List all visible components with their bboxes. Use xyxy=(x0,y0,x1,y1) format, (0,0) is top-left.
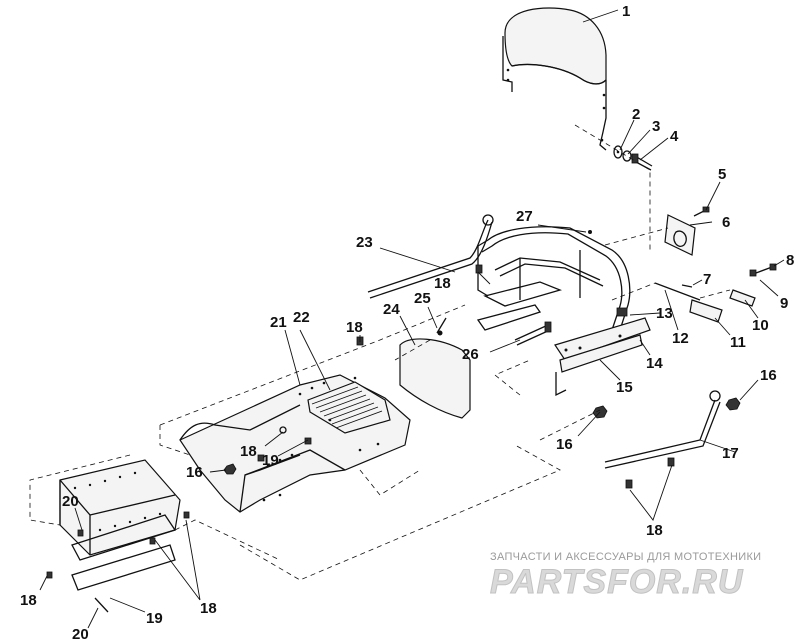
latch-assembly-part xyxy=(654,263,777,323)
callout-10: 10 xyxy=(752,317,769,334)
callout-16-right: 16 xyxy=(760,367,777,384)
rail-bar-part xyxy=(367,214,494,299)
callout-18-box-left: 18 xyxy=(20,592,37,609)
mount-bracket-part xyxy=(664,206,710,256)
side-bracket-part xyxy=(554,307,651,397)
watermark: ЗАПЧАСТИ И АКСЕССУАРЫ ДЛЯ МОТОТЕХНИКИ PA… xyxy=(490,551,762,602)
callout-19-seat: 19 xyxy=(262,452,279,469)
callout-22: 22 xyxy=(293,309,310,326)
callout-18-panel: 18 xyxy=(346,319,363,336)
callout-14: 14 xyxy=(646,355,663,372)
callout-8: 8 xyxy=(786,252,794,269)
callout-18-rack: 18 xyxy=(434,275,451,292)
lower-bar-part xyxy=(604,390,721,489)
callout-21: 21 xyxy=(270,314,287,331)
callout-27: 27 xyxy=(516,208,533,225)
seat-base-part xyxy=(179,374,411,513)
rear-box-part xyxy=(46,459,190,613)
callout-18-seat: 18 xyxy=(240,443,257,460)
callout-1: 1 xyxy=(622,3,630,20)
callout-9: 9 xyxy=(780,295,788,312)
bolt-part xyxy=(631,153,653,171)
bolt-26-part xyxy=(514,321,552,346)
callout-23: 23 xyxy=(356,234,373,251)
callout-16-center: 16 xyxy=(556,436,573,453)
callout-7: 7 xyxy=(703,271,711,288)
callout-18-box-right: 18 xyxy=(200,600,217,617)
callout-26: 26 xyxy=(462,346,479,363)
callout-20-bottom: 20 xyxy=(72,626,89,641)
callout-17: 17 xyxy=(722,445,739,462)
callout-2: 2 xyxy=(632,106,640,123)
callout-15: 15 xyxy=(616,379,633,396)
callout-19-box: 19 xyxy=(146,610,163,627)
washer-part xyxy=(613,145,632,162)
rack-frame-part xyxy=(476,226,631,331)
callout-labels: 1 2 3 4 5 6 7 8 9 10 11 12 13 14 15 16 1… xyxy=(20,3,794,641)
callout-13: 13 xyxy=(656,305,673,322)
callout-3: 3 xyxy=(652,118,660,135)
callout-6: 6 xyxy=(722,214,730,231)
backrest-part xyxy=(502,7,607,151)
callout-18-bottom-right: 18 xyxy=(646,522,663,539)
callout-16-left: 16 xyxy=(186,464,203,481)
callout-20-top: 20 xyxy=(62,493,79,510)
callout-5: 5 xyxy=(718,166,726,183)
callout-12: 12 xyxy=(672,330,689,347)
assembly-dashed-lines xyxy=(29,124,731,581)
callout-24: 24 xyxy=(383,301,400,318)
watermark-logo: PARTSFOR.RU xyxy=(490,563,744,601)
side-panel-part xyxy=(399,317,471,419)
callout-25: 25 xyxy=(414,290,431,307)
watermark-caption: ЗАПЧАСТИ И АКСЕССУАРЫ ДЛЯ МОТОТЕХНИКИ xyxy=(490,551,761,563)
leader-lines xyxy=(39,9,785,629)
callout-4: 4 xyxy=(670,128,679,145)
callout-11: 11 xyxy=(730,334,746,351)
